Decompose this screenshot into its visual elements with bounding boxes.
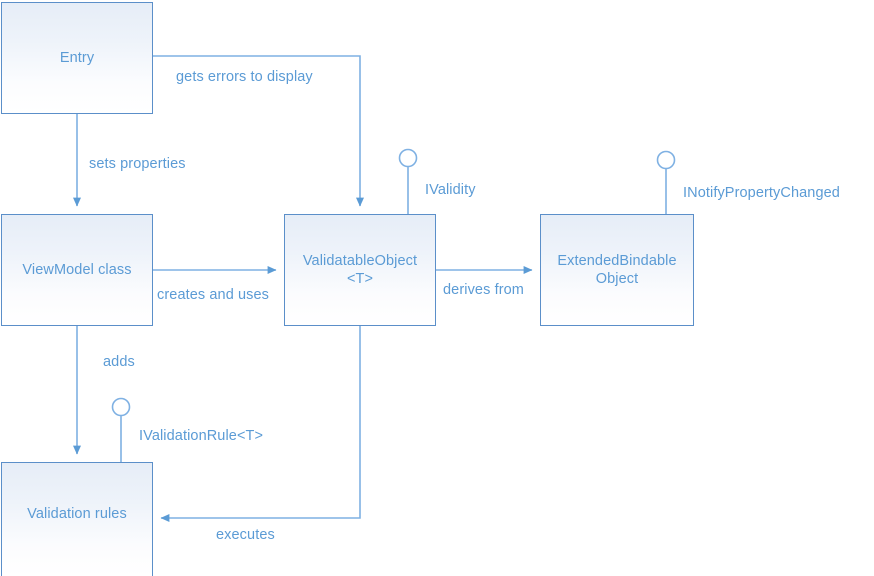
interface-label-inotifypropertychanged: INotifyPropertyChanged (683, 185, 840, 201)
node-viewmodel-class-label: ViewModel class (22, 262, 132, 278)
edge-label-adds: adds (103, 354, 135, 370)
interface-lollipop-ivalidationrule (111, 397, 131, 462)
interface-label-ivalidationrule: IValidationRule<T> (139, 428, 264, 444)
interface-lollipop-ivalidity (398, 148, 418, 214)
node-extended-bindable-object[interactable]: ExtendedBindable Object (540, 214, 694, 326)
node-validatable-object[interactable]: ValidatableObject <T> (284, 214, 436, 326)
node-validatable-object-label: ValidatableObject <T> (302, 253, 418, 287)
edge-label-executes: executes (216, 527, 275, 543)
edge-label-derives-from: derives from (443, 282, 524, 298)
node-entry-label: Entry (59, 50, 95, 66)
node-viewmodel-class[interactable]: ViewModel class (1, 214, 153, 326)
interface-lollipop-inotifypropertychanged (656, 150, 676, 214)
connector-executes (160, 326, 361, 522)
node-validation-rules-label: Validation rules (27, 505, 127, 522)
node-validation-rules[interactable]: Validation rules (1, 462, 153, 576)
connector-gets-errors (153, 55, 364, 207)
edge-label-gets-errors-to-display: gets errors to display (176, 69, 313, 85)
edge-label-creates-and-uses: creates and uses (157, 287, 270, 303)
edge-label-sets-properties: sets properties (89, 156, 186, 172)
interface-label-ivalidity: IValidity (425, 182, 476, 198)
node-extended-bindable-object-label: ExtendedBindable Object (557, 253, 677, 287)
node-entry[interactable]: Entry (1, 2, 153, 114)
